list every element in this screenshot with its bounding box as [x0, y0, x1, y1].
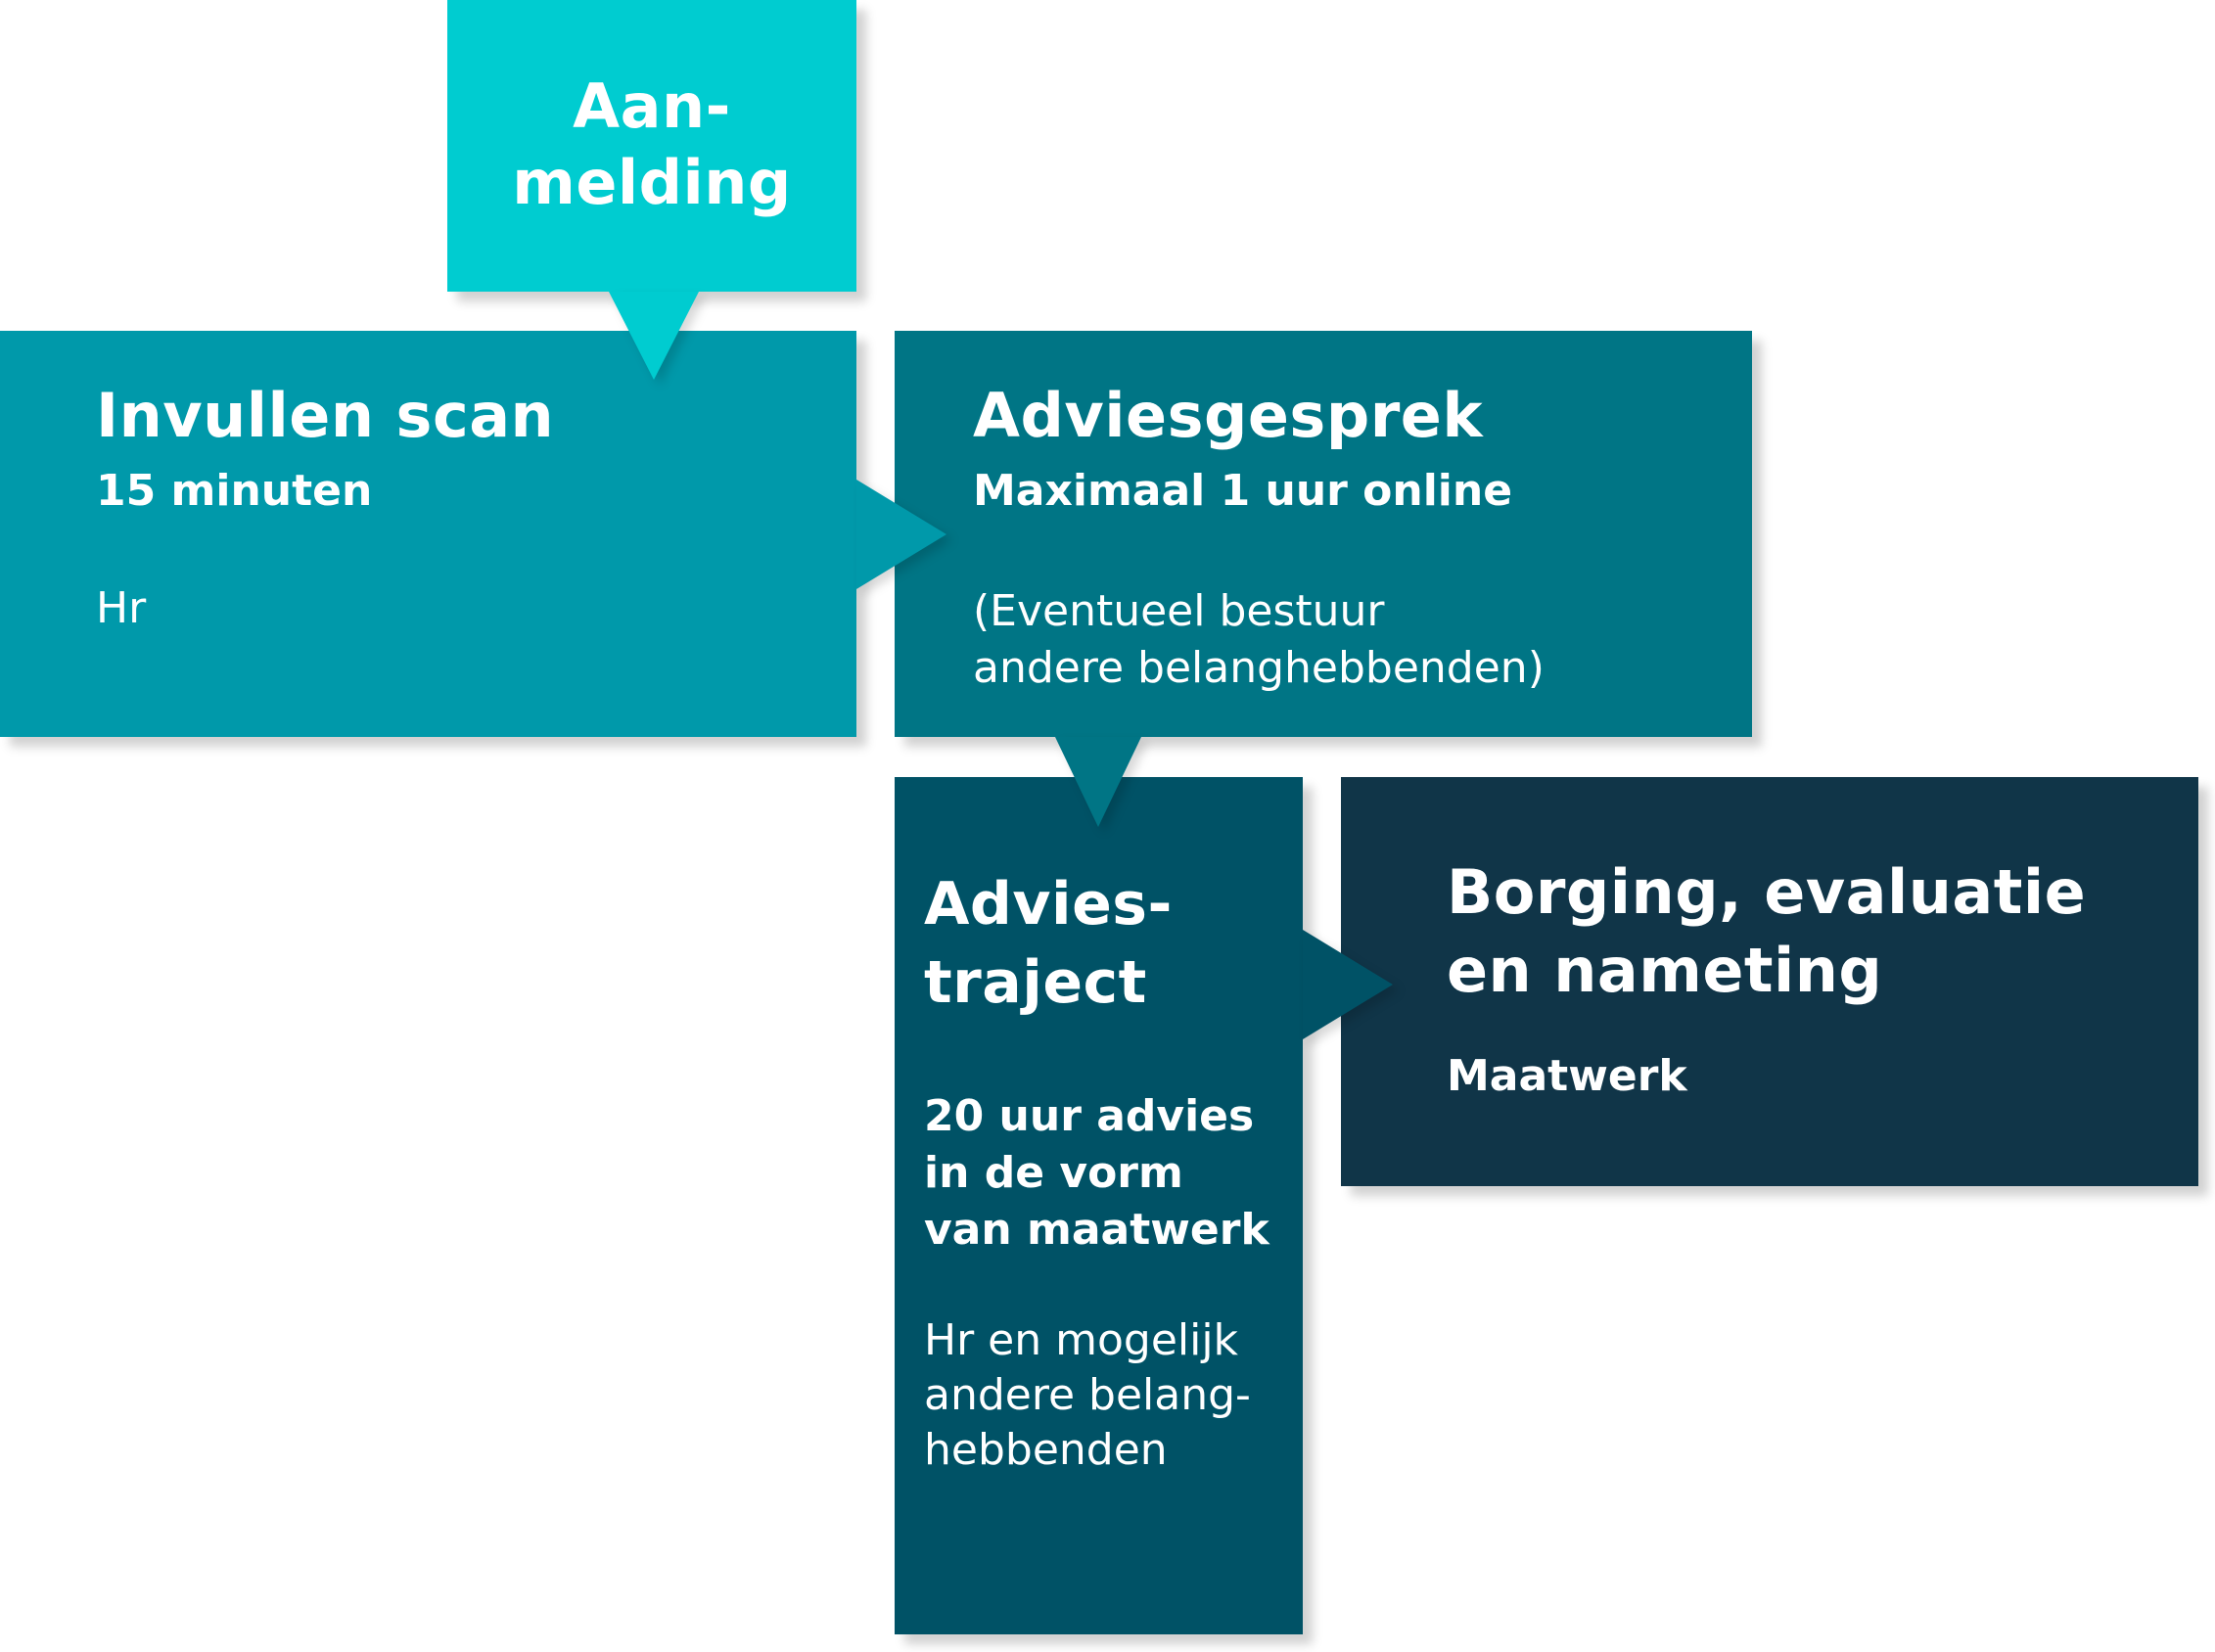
step-aanmelding-title: Aan- melding	[447, 69, 856, 221]
sub-line: 20 uur advies	[924, 1091, 1255, 1141]
step-invullen-scan-title: Invullen scan	[96, 380, 555, 451]
note-line: (Eventueel bestuur	[973, 586, 1385, 636]
step-adviesgesprek-who: (Eventueel bestuur andere belanghebbende…	[973, 583, 1545, 697]
step-adviestraject-title: Advies- traject	[924, 865, 1173, 1022]
step-borging: Borging, evaluatie en nameting Maatwerk	[1341, 777, 2198, 1186]
title-line: Borging, evaluatie	[1447, 856, 2087, 928]
arrow-down-icon	[609, 292, 699, 380]
note-line: andere belanghebbenden)	[973, 643, 1545, 693]
step-borging-detail: Maatwerk	[1447, 1051, 1687, 1101]
step-aanmelding: Aan- melding	[447, 0, 856, 292]
step-adviestraject: Advies- traject 20 uur advies in de vorm…	[895, 777, 1303, 1634]
title-line: Advies-	[924, 870, 1173, 939]
sub-line: van maatwerk	[924, 1205, 1269, 1255]
title-line: Aan-	[573, 70, 731, 142]
title-line: traject	[924, 948, 1147, 1017]
sub-line: in de vorm	[924, 1148, 1183, 1198]
arrow-down-icon	[1055, 737, 1141, 827]
step-adviestraject-who: Hr en mogelijk andere belang- hebbenden	[924, 1313, 1251, 1478]
note-line: andere belang-	[924, 1370, 1251, 1420]
step-adviestraject-duration: 20 uur advies in de vorm van maatwerk	[924, 1088, 1269, 1259]
step-invullen-scan-duration: 15 minuten	[96, 466, 373, 516]
step-adviesgesprek: Adviesgesprek Maximaal 1 uur online (Eve…	[895, 331, 1752, 737]
step-adviesgesprek-title: Adviesgesprek	[973, 380, 1484, 451]
arrow-right-icon	[1303, 930, 1393, 1039]
step-invullen-scan-who: Hr	[96, 583, 147, 633]
title-line: melding	[512, 147, 792, 218]
note-line: Hr en mogelijk	[924, 1315, 1239, 1365]
step-borging-title: Borging, evaluatie en nameting	[1447, 853, 2086, 1010]
arrow-right-icon	[856, 480, 946, 589]
title-line: en nameting	[1447, 935, 1883, 1006]
step-adviesgesprek-duration: Maximaal 1 uur online	[973, 466, 1513, 516]
step-invullen-scan: Invullen scan 15 minuten Hr	[0, 331, 856, 737]
note-line: hebbenden	[924, 1425, 1168, 1475]
